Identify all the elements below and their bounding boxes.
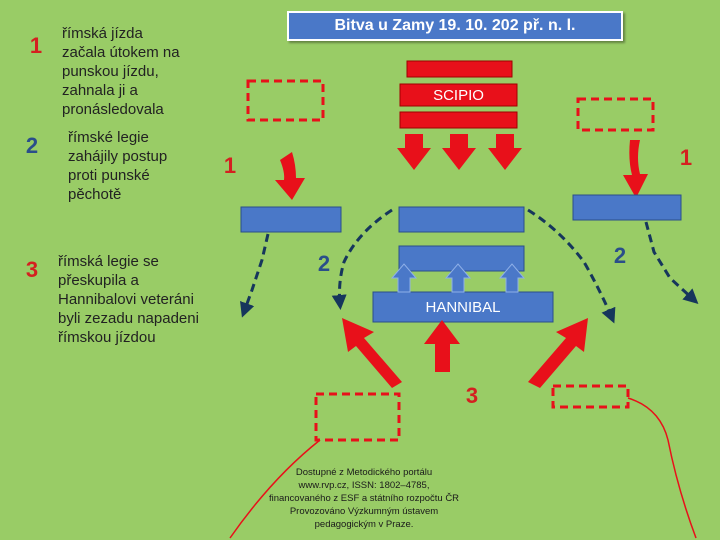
hannibal-label: HANNIBAL	[425, 298, 501, 316]
roman-flank-right-path	[527, 208, 616, 324]
hannibal-block	[372, 291, 554, 323]
roman-legion-block	[406, 60, 513, 78]
roman-flank-left-path	[331, 208, 393, 310]
footer-line: www.rvp.cz, ISSN: 1802–4785,	[298, 480, 430, 491]
scipio-label: SCIPIO	[433, 86, 484, 104]
footer-line: Dostupné z Metodického portálu	[295, 467, 433, 478]
footer-credit: Dostupné z Metodického portálu www.rvp.c…	[248, 466, 480, 531]
carthaginian-infantry-front	[398, 206, 525, 233]
roman-advance-arrow	[442, 134, 476, 170]
roman-cavalry-rear-left-box	[314, 392, 401, 442]
map-number-1-left: 1	[223, 153, 237, 178]
legend-line: zahájily postup	[68, 148, 168, 165]
legend-line: římská jízda	[62, 25, 143, 42]
cavalry-rear-path-right	[627, 397, 697, 539]
legend-number-2: 2	[25, 133, 39, 158]
legend-number-1: 1	[29, 33, 43, 58]
legend-text-2: římské legie zahájily postup proti punsk…	[68, 128, 167, 204]
roman-cavalry-rear-right-box	[551, 384, 630, 409]
legend-line: punskou jízdu,	[62, 63, 159, 80]
veteran-advance-arrow	[390, 263, 418, 293]
legend-number-3: 3	[25, 257, 39, 282]
page-title: Bitva u Zamy 19. 10. 202 př. n. l.	[287, 11, 623, 41]
legend-line: římské legie	[68, 129, 149, 146]
legend-text-3: římská legie se přeskupila a Hannibalovi…	[58, 252, 199, 347]
legend-line: pronásledovala	[62, 101, 164, 118]
footer-line: Provozováno Výzkumným ústavem	[289, 506, 439, 517]
veteran-advance-arrow	[444, 263, 472, 293]
roman-cavalry-right-box	[576, 97, 655, 132]
roman-advance-arrow	[397, 134, 431, 170]
roman-advance-arrow	[488, 134, 522, 170]
roman-legion-block	[399, 111, 518, 129]
roman-cavalry-left-box	[246, 79, 325, 122]
legend-line: římská legie se	[58, 253, 159, 270]
legend-line: proti punské	[68, 167, 150, 184]
legend-line: zahnala ji a	[62, 82, 138, 99]
carthaginian-cavalry-right	[572, 194, 682, 221]
carthaginian-infantry-middle	[398, 245, 525, 272]
legend-line: římskou jízdou	[58, 329, 156, 346]
roman-rear-attack-left-arrow	[342, 318, 402, 388]
legend-line: začala útokem na	[62, 44, 180, 61]
map-number-1-right: 1	[679, 145, 693, 170]
footer-line: financovaného z ESF a státního rozpočtu …	[268, 493, 460, 504]
carthaginian-cavalry-left	[240, 206, 342, 233]
carthaginian-cavalry-retreat-left	[240, 233, 270, 318]
scipio-block	[399, 83, 518, 107]
legend-line: přeskupila a	[58, 272, 139, 289]
roman-cavalry-attack-left-arrow	[275, 152, 305, 200]
legend-line: byli zezadu napadeni	[58, 310, 199, 327]
legend-text-1: římská jízda začala útokem na punskou jí…	[62, 24, 180, 119]
map-number-2-right: 2	[613, 243, 627, 268]
legend-line: Hannibalovi veteráni	[58, 291, 194, 308]
roman-cavalry-attack-right-arrow	[623, 140, 648, 198]
roman-rear-attack-center-arrow	[424, 320, 460, 372]
cavalry-rear-path-left	[229, 439, 321, 539]
veteran-advance-arrow	[498, 263, 526, 293]
map-number-2-left: 2	[317, 251, 331, 276]
legend-line: pěchotě	[68, 186, 122, 203]
carthaginian-cavalry-retreat-right	[644, 221, 699, 305]
roman-rear-attack-right-arrow	[528, 318, 588, 388]
footer-line: pedagogickým v Praze.	[314, 519, 414, 530]
map-number-3: 3	[465, 383, 479, 408]
